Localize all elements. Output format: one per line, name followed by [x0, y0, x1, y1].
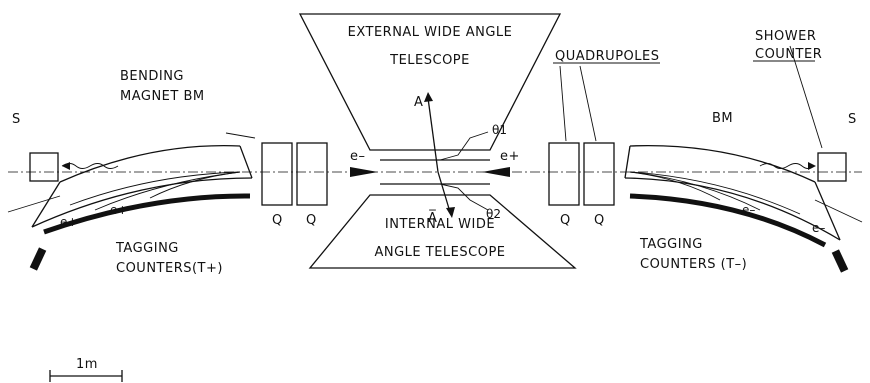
internal-telescope: [308, 194, 577, 269]
right-end-block: [831, 249, 849, 273]
external-telescope: [298, 13, 562, 151]
e-plus-right: e+: [500, 149, 520, 164]
e-minus-left: e–: [350, 149, 366, 164]
external-telescope-label-2: TELESCOPE: [389, 53, 470, 68]
left-bending-magnet: [7, 145, 253, 271]
internal-telescope-label-1: INTERNAL WIDE: [385, 217, 495, 232]
tagging-counter-right: [629, 193, 827, 248]
scale-bar: [49, 370, 123, 382]
shower-counter-label-1: SHOWER: [755, 29, 816, 44]
arrow-left: [62, 162, 70, 170]
left-end-block: [29, 247, 47, 271]
scale-label: 1m: [76, 357, 98, 372]
q-label-2: Q: [306, 213, 317, 228]
tagging-counter-left: [43, 193, 251, 235]
tagging-left-label-2: COUNTERS(T+): [116, 261, 223, 276]
shower-counter-right: [817, 152, 847, 182]
wavy-line-left: [61, 163, 119, 169]
theta2-label: θ2: [486, 207, 501, 221]
theta2-ray: [439, 183, 489, 211]
beam-arrow-positron: [482, 167, 510, 177]
quadrupole-left-1: [261, 142, 293, 206]
e-minus-track-2: e–: [812, 221, 825, 235]
e-minus-track-1: e–: [742, 203, 755, 217]
theta1-label: θ1: [492, 123, 507, 137]
e-plus-track-2: e+: [110, 203, 127, 217]
a-label: A: [414, 95, 423, 110]
s-right-label: S: [848, 112, 857, 127]
bending-magnet-label-1: BENDING: [120, 69, 184, 84]
beam-arrow-electron: [350, 167, 378, 177]
quadrupoles-label: QUADRUPOLES: [555, 49, 659, 64]
q-label-3: Q: [560, 213, 571, 228]
quadrupole-left-2: [296, 142, 328, 206]
bm-right-label: BM: [712, 111, 733, 126]
quadrupole-right-2: [583, 142, 615, 206]
s-left-label: S: [12, 112, 21, 127]
bending-magnet-label-2: MAGNET BM: [120, 89, 205, 104]
q-label-1: Q: [272, 213, 283, 228]
a-bar-label: A̅: [428, 210, 437, 226]
shower-counter-label-2: COUNTER: [755, 47, 822, 62]
q-label-4: Q: [594, 213, 605, 228]
shower-counter-left: [29, 152, 59, 182]
tagging-right-label-1: TAGGING: [639, 237, 703, 252]
tagging-left-label-1: TAGGING: [115, 241, 179, 256]
vector-a: [427, 97, 439, 173]
quadrupole-right-1: [548, 142, 580, 206]
internal-telescope-label-2: ANGLE TELESCOPE: [374, 245, 505, 260]
e-plus-track-1: e+: [60, 215, 77, 229]
theta1-ray: [439, 131, 489, 161]
right-bending-magnet: [624, 145, 863, 273]
tagging-right-label-2: COUNTERS (T–): [640, 257, 747, 272]
external-telescope-label-1: EXTERNAL WIDE ANGLE: [348, 25, 513, 40]
vector-a-bar: [437, 171, 451, 213]
wavy-line-right: [759, 163, 815, 169]
